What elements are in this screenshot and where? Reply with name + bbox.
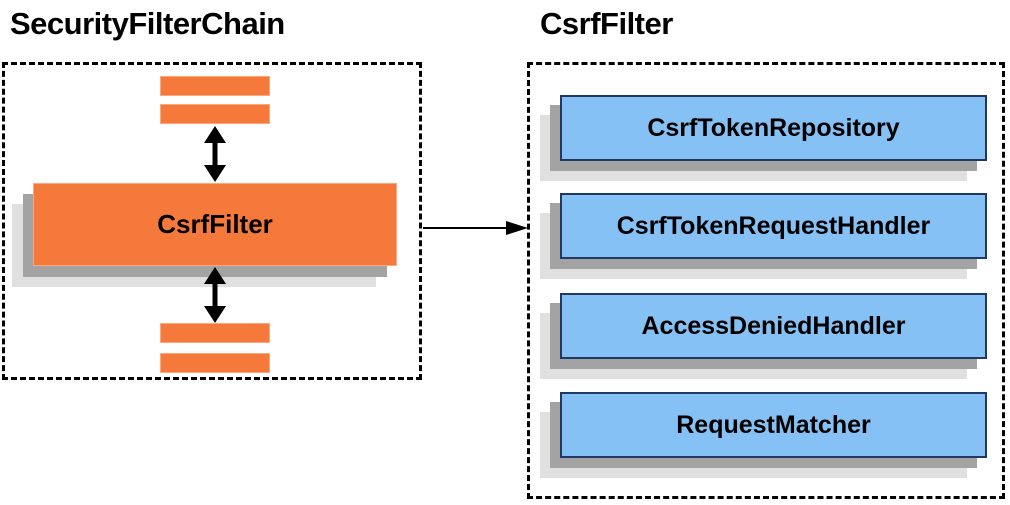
component-label: RequestMatcher: [676, 410, 871, 439]
csrf-filter-title: CsrfFilter: [540, 6, 673, 41]
filter-placeholder-bar: [160, 323, 270, 343]
csrf-filter-label: CsrfFilter: [157, 209, 273, 239]
filter-placeholder-bar: [160, 76, 270, 96]
component-label: AccessDeniedHandler: [641, 311, 906, 340]
component-label: CsrfTokenRepository: [647, 113, 900, 142]
filter-placeholder-bar: [160, 353, 270, 373]
arrow-right-icon: [423, 221, 528, 235]
csrf-filter-panel: CsrfTokenRepository CsrfTokenRequestHand…: [527, 62, 1005, 499]
component-box-access-denied-handler: AccessDeniedHandler: [560, 293, 987, 359]
double-arrow-icon: [204, 267, 226, 323]
component-box-request-matcher: RequestMatcher: [560, 392, 987, 458]
security-filter-chain-title: SecurityFilterChain: [10, 6, 285, 41]
double-arrow-icon: [204, 126, 226, 182]
filter-placeholder-bar: [160, 104, 270, 124]
security-filter-chain-panel: CsrfFilter: [2, 62, 422, 380]
component-label: CsrfTokenRequestHandler: [616, 211, 931, 240]
component-box-csrf-token-repository: CsrfTokenRepository: [560, 95, 987, 161]
csrf-filter-box: CsrfFilter: [33, 183, 397, 266]
component-box-csrf-token-request-handler: CsrfTokenRequestHandler: [560, 193, 987, 259]
